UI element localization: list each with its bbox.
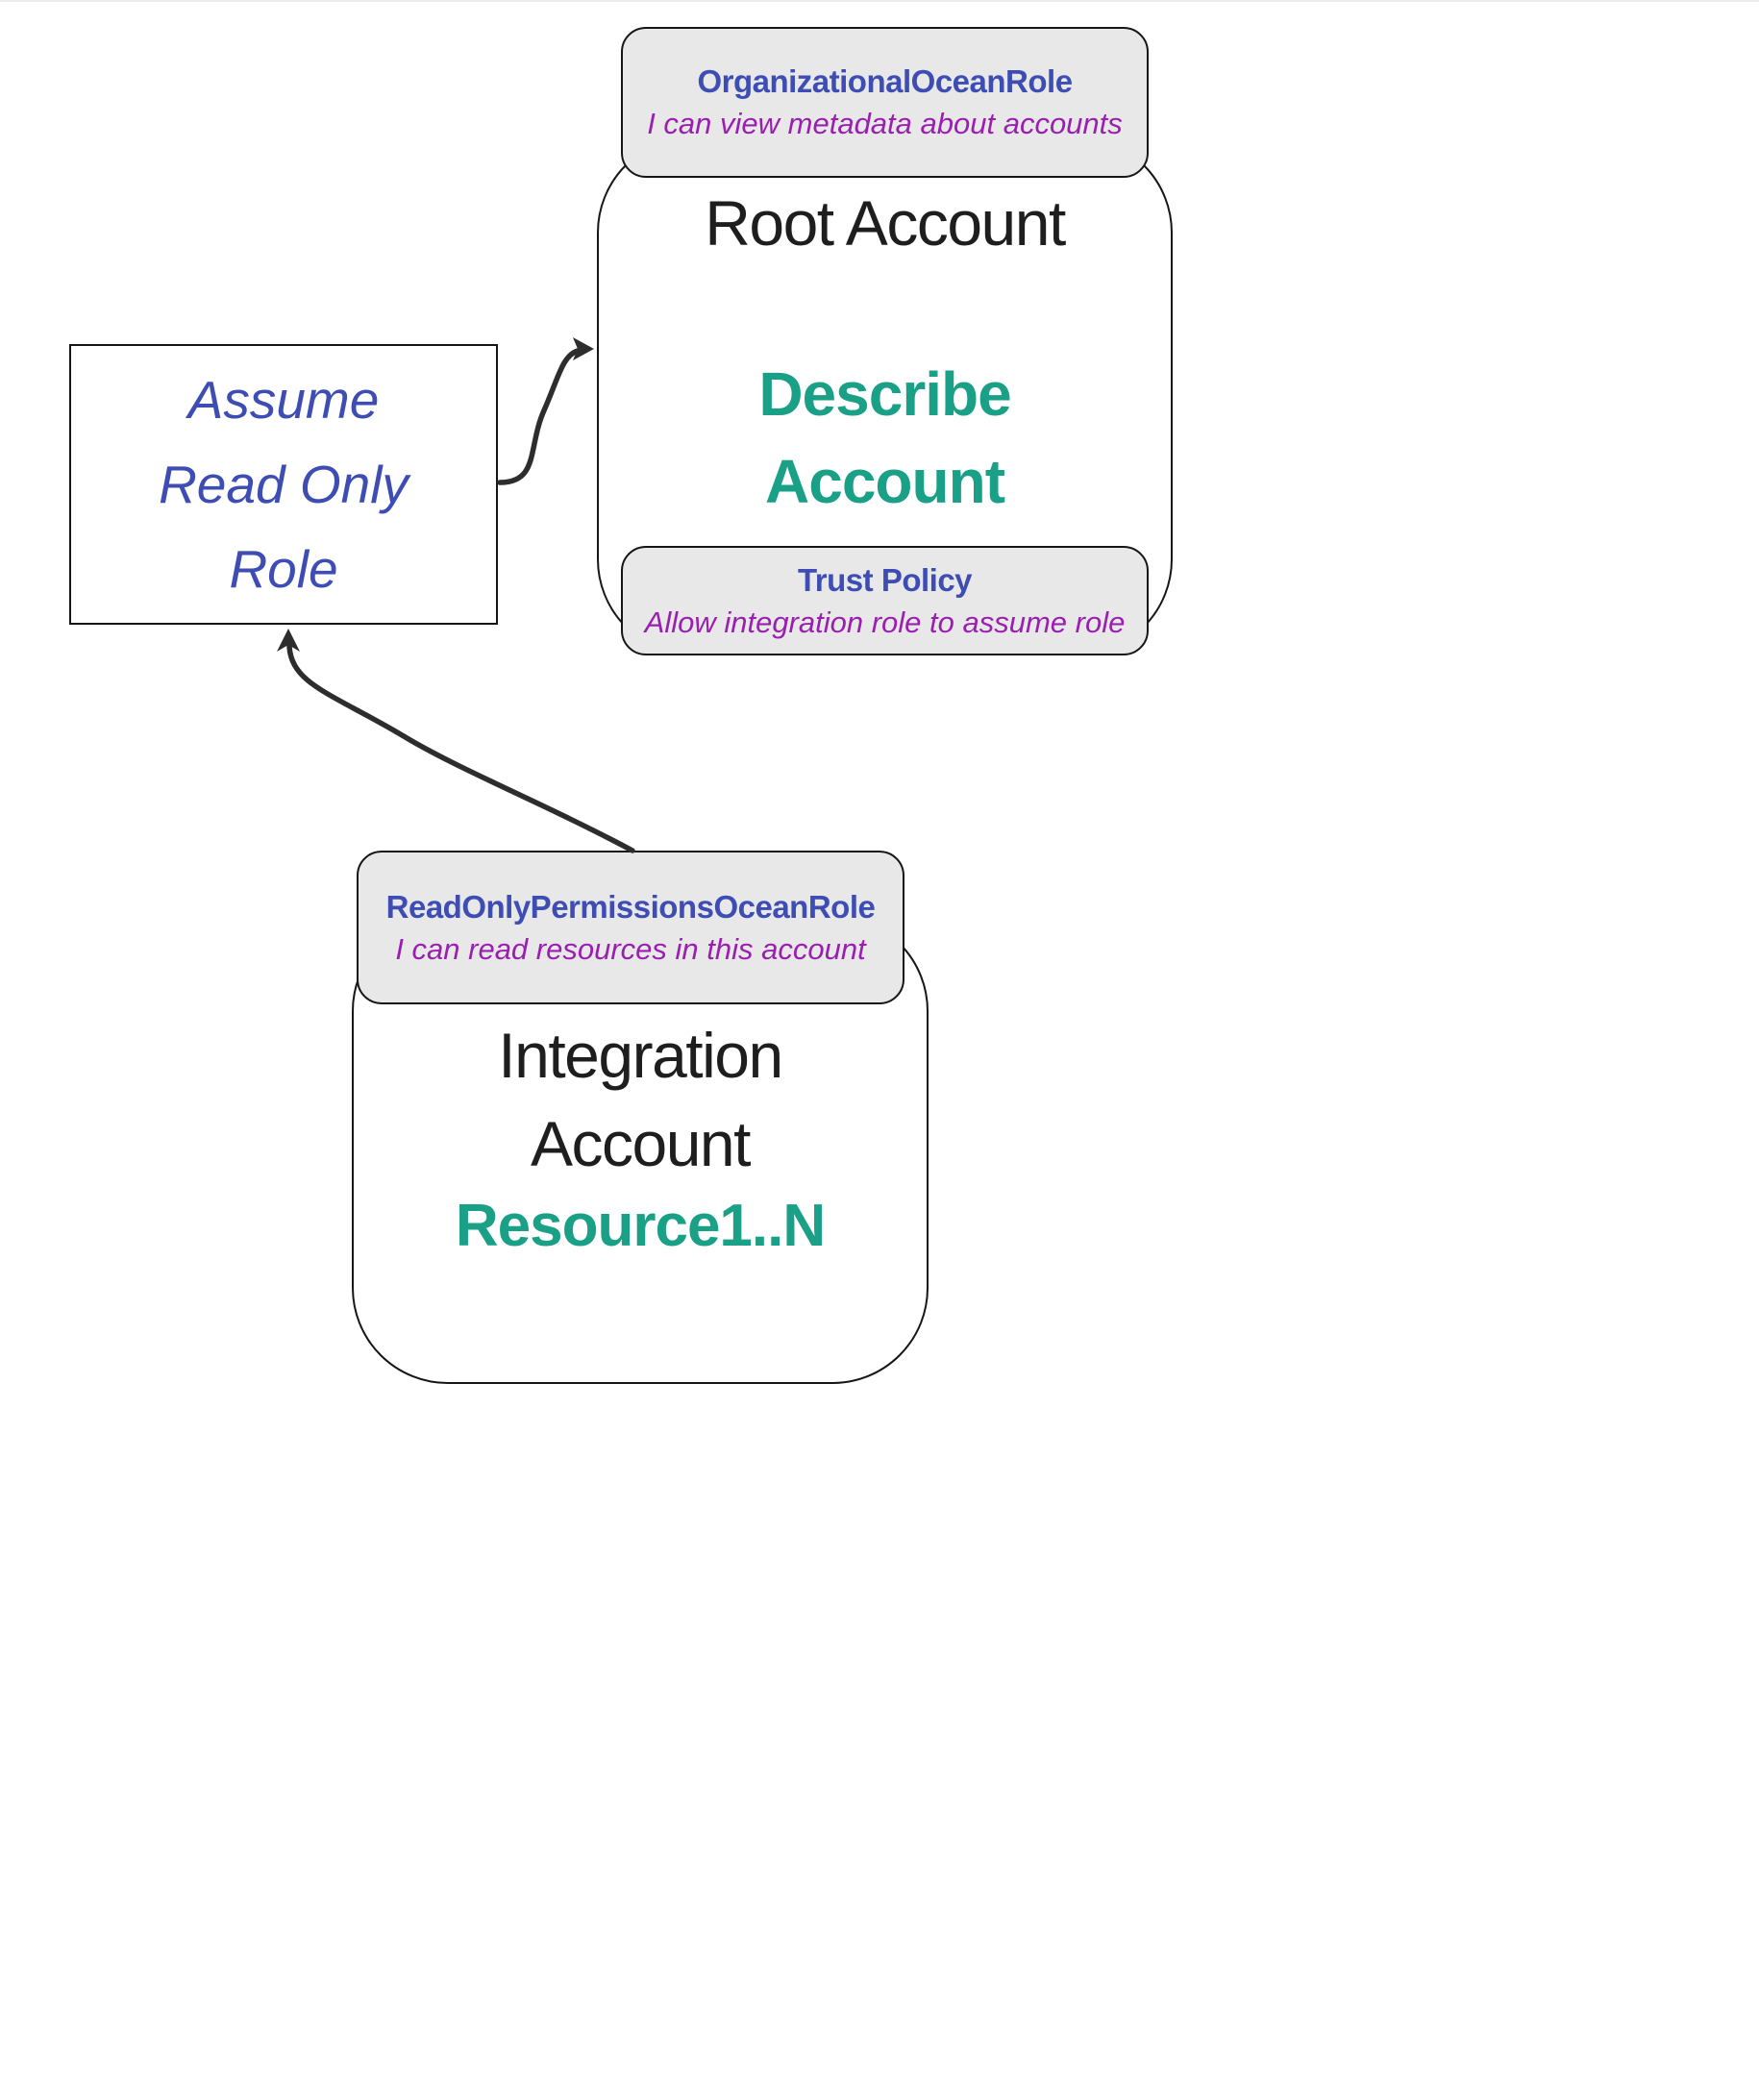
organizational-ocean-role-label: OrganizationalOceanRole I can view metad…	[621, 27, 1149, 178]
integration-account-title: Integration Account	[352, 1011, 929, 1188]
trust-policy-title: Trust Policy	[797, 561, 973, 598]
assume-box-line-2: Read Only	[159, 455, 409, 514]
trust-policy-label: Trust Policy Allow integration role to a…	[621, 546, 1149, 655]
assume-box-line-1: Assume	[187, 370, 380, 430]
arrow-assume-to-root-head	[573, 337, 594, 360]
arrow-assume-to-root	[497, 337, 594, 485]
arrow-integration-to-assume-head	[277, 629, 300, 652]
top-hairline	[0, 0, 1759, 2]
organizational-ocean-role-name: OrganizationalOceanRole	[697, 63, 1073, 99]
trust-policy-description: Allow integration role to assume role	[644, 605, 1126, 639]
assume-read-only-role-box: Assume Read Only Role	[69, 344, 498, 625]
describe-account-line-2: Account	[765, 447, 1005, 516]
organizational-ocean-role-description: I can view metadata about accounts	[647, 107, 1123, 140]
arrow-integration-to-assume	[277, 629, 635, 853]
arrow-assume-to-root-line	[497, 348, 581, 485]
readonly-permissions-ocean-role-name: ReadOnlyPermissionsOceanRole	[385, 888, 876, 925]
describe-account-line-1: Describe	[758, 359, 1011, 429]
describe-account-text: Describe Account	[597, 351, 1173, 526]
assume-box-line-3: Role	[229, 539, 338, 599]
resource-range-text: Resource1..N	[455, 1193, 826, 1259]
readonly-permissions-ocean-role-description: I can read resources in this account	[395, 931, 866, 966]
integration-title-line-1: Integration	[498, 1020, 783, 1091]
arrow-integration-to-assume-line	[286, 644, 635, 853]
readonly-permissions-ocean-role-label: ReadOnlyPermissionsOceanRole I can read …	[357, 851, 904, 1004]
integration-title-line-2: Account	[531, 1108, 751, 1179]
root-account-title: Root Account	[705, 187, 1066, 259]
